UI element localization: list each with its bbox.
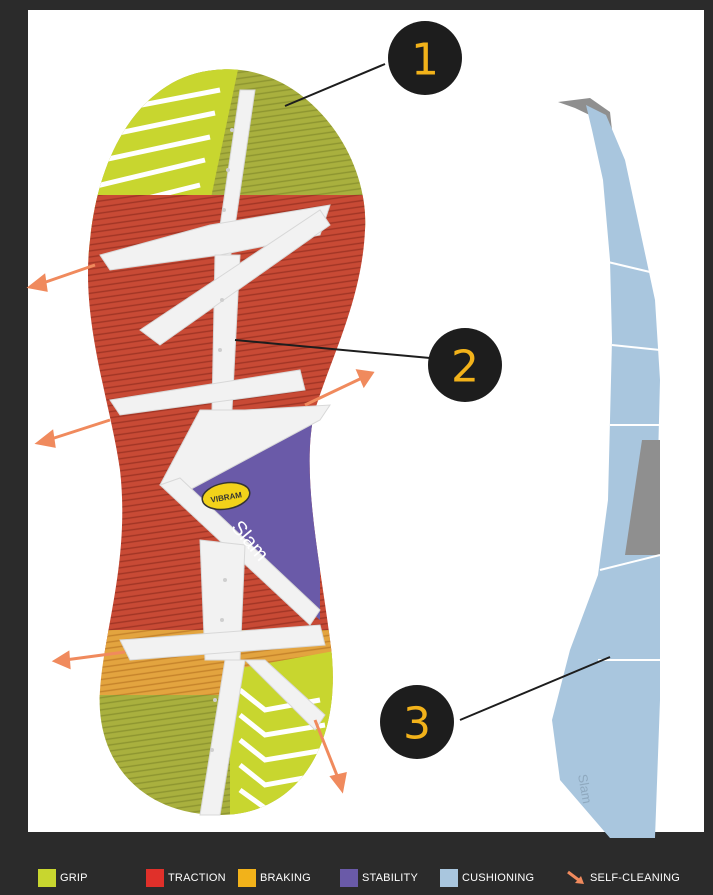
grip-swatch (38, 869, 56, 887)
braking-swatch (238, 869, 256, 887)
outsole-diagram: VIBRAM Slam Slam 1 (0, 0, 713, 860)
traction-swatch (146, 869, 164, 887)
legend-self-cleaning: SELF-CLEANING (566, 860, 680, 895)
callout-3: 3 (380, 685, 454, 759)
stability-swatch (340, 869, 358, 887)
callout-1: 1 (388, 21, 462, 95)
legend-label: TRACTION (168, 872, 226, 884)
side-profile: Slam (552, 98, 660, 838)
svg-text:2: 2 (451, 342, 479, 393)
callout-2: 2 (428, 328, 502, 402)
cushioning-swatch (440, 869, 458, 887)
legend-stability: STABILITY (340, 860, 418, 895)
legend-label: BRAKING (260, 872, 311, 884)
svg-text:3: 3 (403, 699, 431, 750)
legend: GRIP TRACTION BRAKING STABILITY CUSHIONI… (0, 860, 713, 895)
legend-grip: GRIP (38, 860, 88, 895)
legend-label: SELF-CLEANING (590, 872, 680, 884)
legend-traction: TRACTION (146, 860, 226, 895)
legend-label: CUSHIONING (462, 872, 534, 884)
legend-label: GRIP (60, 872, 88, 884)
legend-cushioning: CUSHIONING (440, 860, 534, 895)
legend-label: STABILITY (362, 872, 418, 884)
legend-braking: BRAKING (238, 860, 311, 895)
orange-arrow-icon (566, 869, 586, 887)
svg-text:1: 1 (411, 35, 439, 86)
